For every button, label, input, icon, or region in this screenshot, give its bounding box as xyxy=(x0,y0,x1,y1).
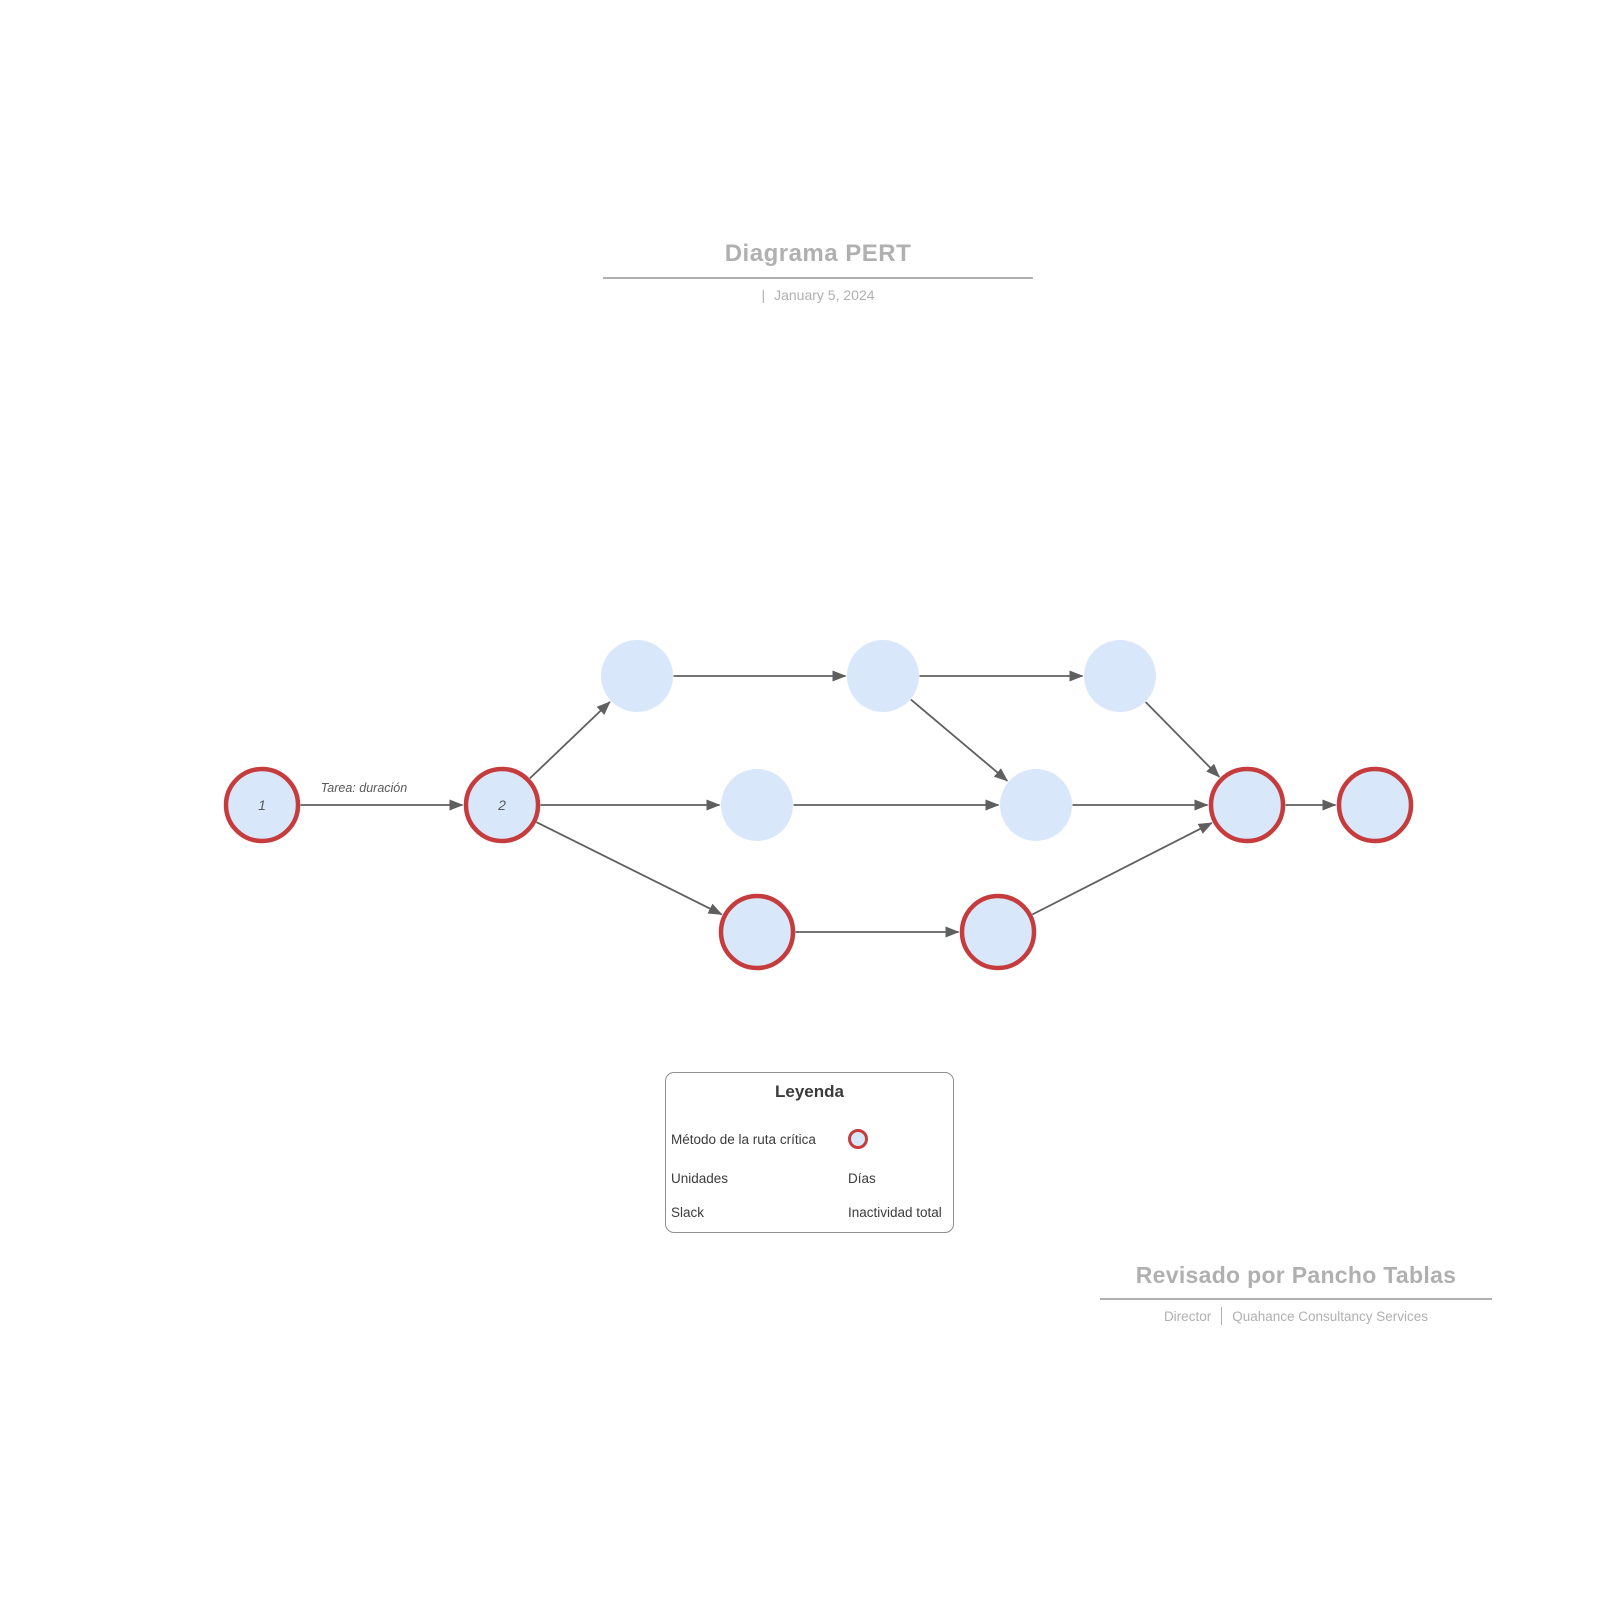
document-date: January 5, 2024 xyxy=(774,287,875,303)
pert-edge-9-10 xyxy=(1031,822,1213,916)
legend-value: Días xyxy=(848,1170,876,1186)
legend-box: Leyenda Método de la ruta crítica Unidad… xyxy=(665,1072,954,1233)
pert-node-3 xyxy=(601,640,673,712)
legend-row-critical-path: Método de la ruta crítica xyxy=(671,1129,948,1149)
reviewer-name: Revisado por Pancho Tablas xyxy=(1100,1262,1492,1300)
reviewer-role: Director xyxy=(1163,1308,1212,1324)
critical-path-node-icon xyxy=(848,1129,868,1149)
reviewer-details: Director Quahance Consultancy Services xyxy=(1100,1307,1492,1325)
pert-node-10 xyxy=(1208,766,1286,844)
pert-node-11 xyxy=(1336,766,1414,844)
pert-edge-4-7 xyxy=(910,698,1009,782)
pert-node-label-1: 1 xyxy=(258,797,266,813)
pert-edge-2-8 xyxy=(536,821,723,916)
pert-node-1 xyxy=(223,766,301,844)
footer-divider xyxy=(1221,1307,1223,1325)
header-date-row: | January 5, 2024 xyxy=(603,287,1033,303)
legend-row-units: Unidades Días xyxy=(671,1168,948,1188)
legend-value xyxy=(848,1129,868,1149)
legend-row-slack: Slack Inactividad total xyxy=(671,1202,948,1222)
pert-node-5 xyxy=(1084,640,1156,712)
pert-node-9 xyxy=(959,893,1037,971)
legend-title: Leyenda xyxy=(775,1082,844,1101)
legend-label: Método de la ruta crítica xyxy=(671,1131,816,1147)
pert-node-4 xyxy=(847,640,919,712)
pert-node-6 xyxy=(721,769,793,841)
pert-edge-5-10 xyxy=(1144,701,1220,778)
date-separator: | xyxy=(761,287,766,303)
legend-value: Inactividad total xyxy=(848,1204,942,1220)
edge-label: Tarea: duración xyxy=(321,781,407,795)
reviewer-company: Quahance Consultancy Services xyxy=(1232,1308,1429,1324)
page-title: Diagrama PERT xyxy=(603,240,1033,279)
document-header: Diagrama PERT | January 5, 2024 xyxy=(603,240,1033,303)
pert-node-8 xyxy=(718,893,796,971)
reviewer-signature: Revisado por Pancho Tablas Director Quah… xyxy=(1100,1262,1492,1325)
legend-label: Slack xyxy=(671,1204,705,1220)
pert-node-2 xyxy=(463,766,541,844)
pert-node-7 xyxy=(1000,769,1072,841)
pert-edge-2-3 xyxy=(529,701,611,780)
legend-label: Unidades xyxy=(671,1170,729,1186)
edges-layer: Tarea: duración xyxy=(300,670,1337,938)
pert-node-label-2: 2 xyxy=(497,797,506,813)
